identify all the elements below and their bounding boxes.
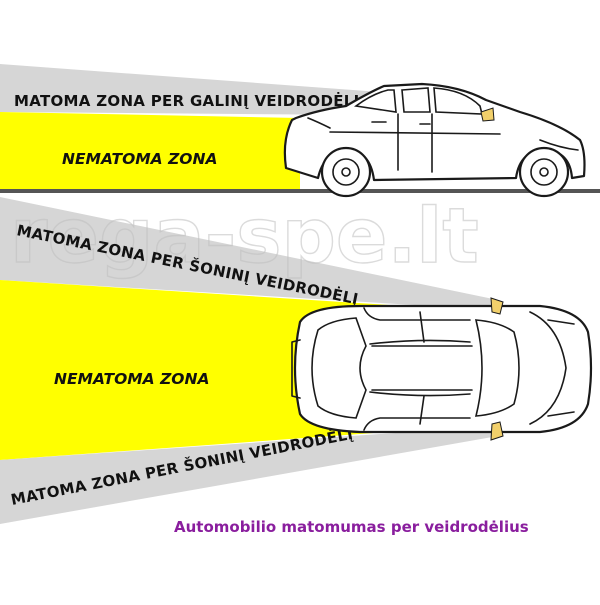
car-top-view [291, 297, 593, 441]
top-view: rega-spe.lt MATOMA ZONA PER ŠONINĮ VEIDR… [0, 190, 593, 524]
left-side-mirror [490, 297, 504, 315]
side-visible-label: MATOMA ZONA PER GALINĮ VEIDRODĖLĮ [14, 91, 360, 110]
side-blind-zone [0, 112, 300, 190]
top-blind-label: NEMATOMA ZONA [54, 370, 209, 388]
watermark: rega-spe.lt [10, 191, 479, 280]
front-wheel [518, 146, 570, 198]
figure-caption: Automobilio matomumas per veidrodėlius [174, 518, 529, 536]
upper-visible-zone [0, 197, 498, 310]
side-blind-label: NEMATOMA ZONA [62, 150, 217, 168]
car-side-view [283, 82, 586, 198]
lower-visible-zone [0, 426, 498, 524]
side-view: MATOMA ZONA PER GALINĮ VEIDRODĖLĮ NEMATO… [0, 64, 600, 198]
right-side-mirror [490, 421, 504, 441]
rear-view-mirror [480, 107, 495, 122]
ground-line [0, 189, 600, 193]
rear-wheel [320, 146, 372, 198]
